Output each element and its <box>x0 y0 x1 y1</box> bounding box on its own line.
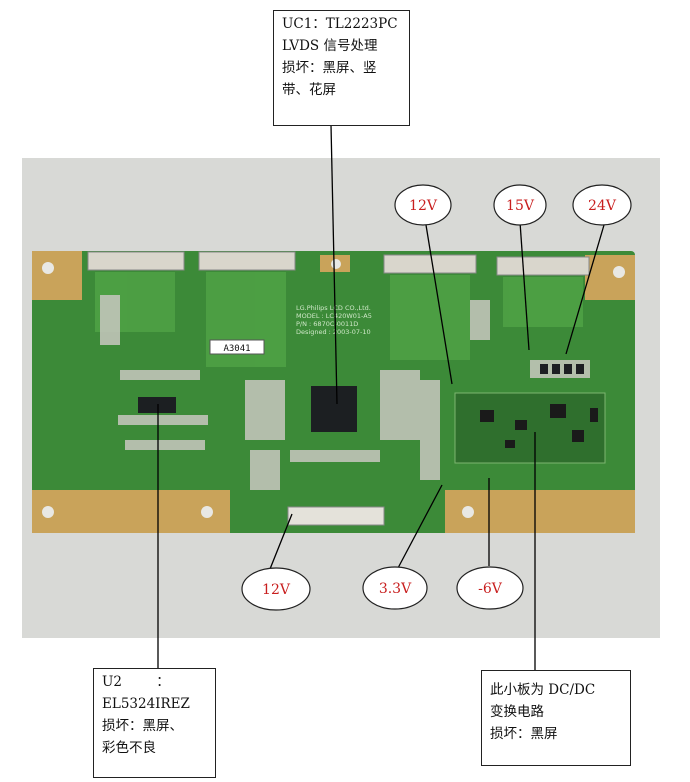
svg-text:-6V: -6V <box>478 581 503 597</box>
dcdc-subboard <box>454 392 606 464</box>
voltage-label-neg6v: -6V <box>456 566 524 610</box>
callout-uc1-line: UC1：TL2223PC <box>282 16 398 32</box>
voltage-label-24v: 24V <box>572 184 632 226</box>
u2-chip <box>138 397 176 413</box>
callout-dcdc-line: 此小板为 DC/DC <box>490 682 596 698</box>
uc1-chip <box>311 386 357 432</box>
callout-uc1: UC1：TL2223PC LVDS 信号处理 损坏：黑屏、竖 带、花屏 <box>273 10 410 126</box>
voltage-label-12v-bottom: 12V <box>241 567 311 611</box>
callout-uc1-line: 损坏：黑屏、竖 <box>282 60 377 76</box>
svg-text:12V: 12V <box>262 582 291 598</box>
svg-text:24V: 24V <box>588 198 617 214</box>
voltage-label-12v-top: 12V <box>394 184 452 226</box>
callout-uc1-line: LVDS 信号处理 <box>282 38 378 54</box>
voltage-labels: 12V 15V 24V 12V 3.3V -6V <box>241 184 632 611</box>
svg-text:3.3V: 3.3V <box>379 581 412 597</box>
leader-lines <box>157 124 605 670</box>
callout-u2-line: EL5324IREZ <box>102 696 190 712</box>
voltage-label-3v3: 3.3V <box>362 566 428 610</box>
callout-dcdc-line: 变换电路 <box>490 704 544 720</box>
silk-line: MODEL : LC420W01-A5 <box>296 312 372 320</box>
callout-u2-line: U2 ： <box>102 674 170 690</box>
svg-text:15V: 15V <box>506 198 535 214</box>
board-sticker: A3041 <box>223 344 250 354</box>
callout-u2: U2 ： EL5324IREZ 损坏：黑屏、 彩色不良 <box>93 668 216 778</box>
callout-dcdc-line: 损坏：黑屏 <box>490 726 558 742</box>
silk-line: LG.Philips LCD CO.,Ltd. <box>296 304 371 312</box>
callout-uc1-line: 带、花屏 <box>282 82 336 98</box>
callout-u2-line: 损坏：黑屏、 <box>102 718 183 734</box>
pcb-board: A3041 LG.Philips LCD CO.,Ltd. MODEL : LC… <box>32 251 635 533</box>
callout-u2-line: 彩色不良 <box>102 740 156 756</box>
callout-dcdc: 此小板为 DC/DC 变换电路 损坏：黑屏 <box>481 670 631 766</box>
silk-line: Designed : 2003-07-10 <box>296 328 371 336</box>
voltage-label-15v: 15V <box>493 184 547 226</box>
silk-line: P/N : 6870C-0011D <box>296 320 358 328</box>
svg-text:12V: 12V <box>409 198 438 214</box>
